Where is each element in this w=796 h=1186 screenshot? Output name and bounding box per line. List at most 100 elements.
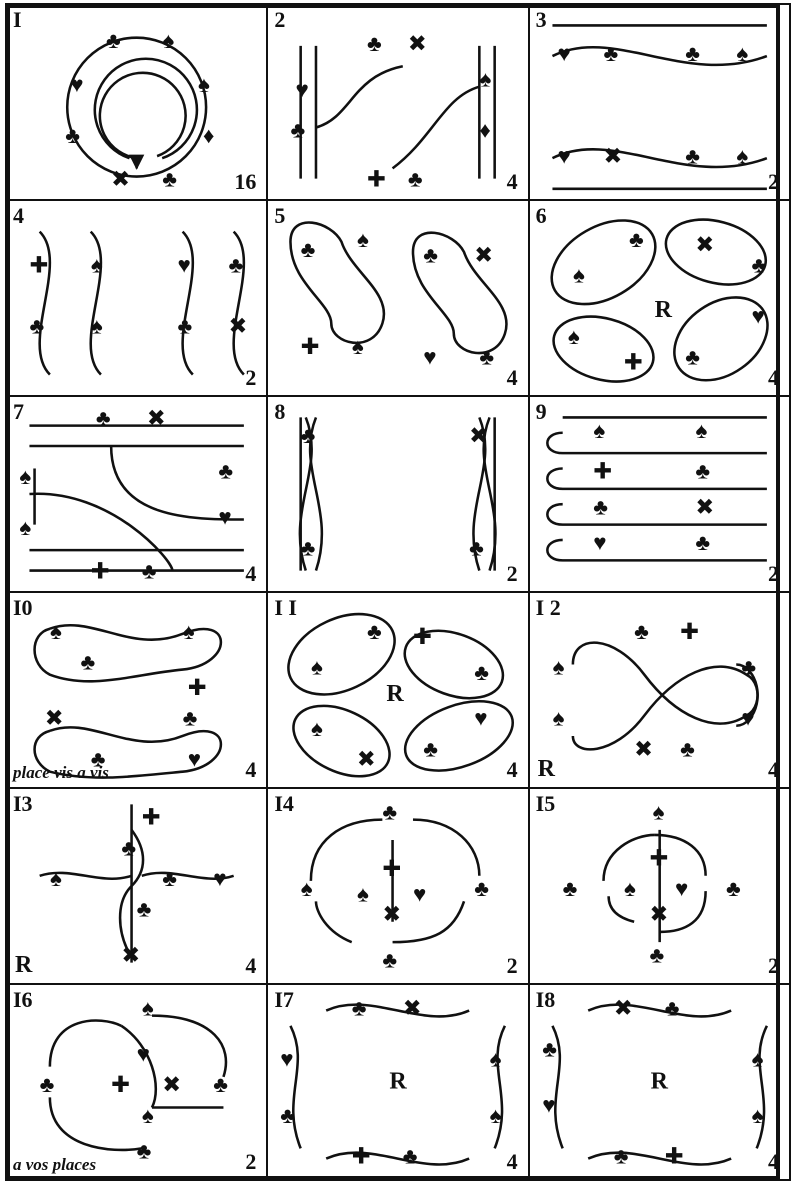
dancer-count: 4 (507, 169, 518, 195)
figure-12-diagram: ♠ ♣ ✚ ♣ ♠ ✖ ♣ ♥ (530, 593, 789, 787)
club-icon: ♣ (301, 535, 316, 560)
spade-icon: ♠ (736, 143, 748, 168)
figure-18: I8 ✖ ♣ ♣ ♥ ♠ ♠ ♣ ✚ R 4 (528, 983, 791, 1181)
club-icon: ♣ (229, 252, 244, 277)
spade-icon: ♠ (552, 655, 564, 680)
dancer-count: 4 (245, 953, 256, 979)
cross-icon: ✖ (649, 902, 668, 927)
figure-7: 7 ♣ ✖ ♠ ♣ ♠ ♥ ✚ ♣ 4 (5, 395, 268, 593)
club-icon: ♣ (424, 736, 439, 761)
figure-12: I 2 ♠ ♣ ✚ ♣ ♠ ✖ ♣ ♥ R 4 (528, 591, 791, 789)
reference-mark: R (655, 297, 672, 324)
club-icon: ♣ (162, 167, 177, 192)
club-icon: ♣ (751, 252, 766, 277)
cross-icon: ✖ (613, 996, 632, 1021)
spade-icon: ♠ (357, 881, 369, 906)
figure-13-diagram: ✚ ♣ ♠ ♣ ♥ ♣ ✖ (7, 789, 266, 983)
heart-icon: ♥ (475, 706, 488, 731)
club-icon: ♣ (424, 242, 439, 267)
club-icon: ♣ (301, 237, 316, 262)
cross-icon: ✚ (413, 624, 432, 649)
dancer-count: 2 (245, 365, 256, 391)
figure-8-diagram: ♣ ♣ ✖ ♣ (268, 397, 527, 591)
heart-icon: ♥ (557, 41, 570, 66)
heart-icon: ♥ (424, 344, 437, 369)
cross-icon: ✚ (593, 459, 612, 484)
spade-icon: ♠ (552, 706, 564, 731)
spade-icon: ♠ (695, 418, 707, 443)
cross-icon: ✖ (475, 242, 494, 267)
figure-5: 5 ♣ ♠ ✚ ♠ ♣ ✖ ♥ ♣ 4 (266, 199, 529, 397)
figure-3-diagram: ♥ ♣ ♣ ♠ ♥ ✖ ♣ ♠ (530, 5, 789, 199)
dancer-count: 4 (245, 561, 256, 587)
cross-icon: ✚ (352, 1144, 371, 1169)
heart-icon: ♥ (178, 252, 191, 277)
cross-icon: ✚ (649, 846, 668, 871)
cross-icon: ✖ (408, 31, 427, 56)
cross-icon: ✖ (695, 494, 714, 519)
spade-icon: ♠ (50, 866, 62, 891)
club-icon: ♣ (469, 535, 484, 560)
cross-icon: ✖ (111, 167, 130, 192)
dancer-count: 4 (507, 757, 518, 783)
cross-icon: ✚ (91, 559, 110, 584)
club-icon: ♣ (137, 1139, 152, 1164)
club-icon: ♣ (634, 619, 649, 644)
spade-icon: ♠ (490, 1047, 502, 1072)
figure-9-diagram: ♠ ♠ ✚ ♣ ♣ ✖ ♥ ♣ (530, 397, 789, 591)
cross-icon: ✖ (469, 423, 488, 448)
figure-16: I6 ♠ ♣ ♥ ✚ ✖ ♣ ♠ ♣ a vos places 2 (5, 983, 268, 1181)
club-icon: ♣ (680, 736, 695, 761)
spade-icon: ♠ (311, 655, 323, 680)
club-icon: ♣ (695, 459, 710, 484)
cross-icon: ✚ (680, 619, 699, 644)
heart-icon: ♥ (741, 706, 754, 731)
club-icon: ♣ (480, 344, 495, 369)
club-icon: ♣ (162, 866, 177, 891)
club-icon: ♣ (81, 650, 96, 675)
club-icon: ♣ (218, 459, 233, 484)
cross-icon: ✖ (121, 943, 140, 968)
heart-icon: ♥ (557, 143, 570, 168)
club-icon: ♣ (613, 1144, 628, 1169)
club-icon: ♣ (367, 31, 382, 56)
cross-icon: ✖ (603, 143, 622, 168)
spade-icon: ♠ (652, 800, 664, 825)
heart-icon: ♥ (213, 866, 226, 891)
club-icon: ♣ (121, 835, 136, 860)
figure-5-diagram: ♣ ♠ ✚ ♠ ♣ ✖ ♥ ♣ (268, 201, 527, 395)
club-icon: ♣ (301, 423, 316, 448)
spade-icon: ♠ (357, 227, 369, 252)
spade-icon: ♠ (751, 1103, 763, 1128)
figure-4: 4 ✚ ♣ ♠ ♠ ♥ ♣ ♣ ✖ 2 (5, 199, 268, 397)
reference-mark: R (386, 681, 403, 708)
club-icon: ♣ (741, 655, 756, 680)
spade-icon: ♠ (573, 263, 585, 288)
club-icon: ♣ (403, 1144, 418, 1169)
heart-icon: ♥ (296, 77, 309, 102)
club-icon: ♣ (383, 800, 398, 825)
club-icon: ♣ (183, 706, 198, 731)
heart-icon: ♥ (675, 876, 688, 901)
club-icon: ♣ (562, 876, 577, 901)
figure-15: I5 ♠ ♣ ✚ ♠ ♥ ♣ ✖ ♣ 2 (528, 787, 791, 985)
spade-icon: ♠ (198, 72, 210, 97)
cross-icon: ✚ (188, 675, 207, 700)
figure-6: 6 ♠ ♣ ✖ ♣ ♠ ✚ ♥ ♣ R 4 (528, 199, 791, 397)
dancer-count: 2 (768, 169, 779, 195)
dancer-count: 4 (768, 1149, 779, 1175)
cross-icon: ✖ (383, 902, 402, 927)
figure-13: I3 ✚ ♣ ♠ ♣ ♥ ♣ ✖ R 4 (5, 787, 268, 985)
figure-7-diagram: ♣ ✖ ♠ ♣ ♠ ♥ ✚ ♣ (7, 397, 266, 591)
cross-icon: ✚ (111, 1072, 130, 1097)
heart-icon: ♥ (593, 530, 606, 555)
figure-15-diagram: ♠ ♣ ✚ ♠ ♥ ♣ ✖ ♣ (530, 789, 789, 983)
club-icon: ♣ (29, 314, 44, 339)
spade-icon: ♠ (301, 876, 313, 901)
spade-icon: ♠ (142, 996, 154, 1021)
spade-icon: ♠ (480, 67, 492, 92)
cross-icon: ✚ (29, 252, 48, 277)
cross-icon: ✚ (383, 856, 402, 881)
figure-11: I I ♠ ♣ ✚ ♣ ♠ ✖ ♥ ♣ R 4 (266, 591, 529, 789)
club-icon: ♣ (40, 1072, 55, 1097)
